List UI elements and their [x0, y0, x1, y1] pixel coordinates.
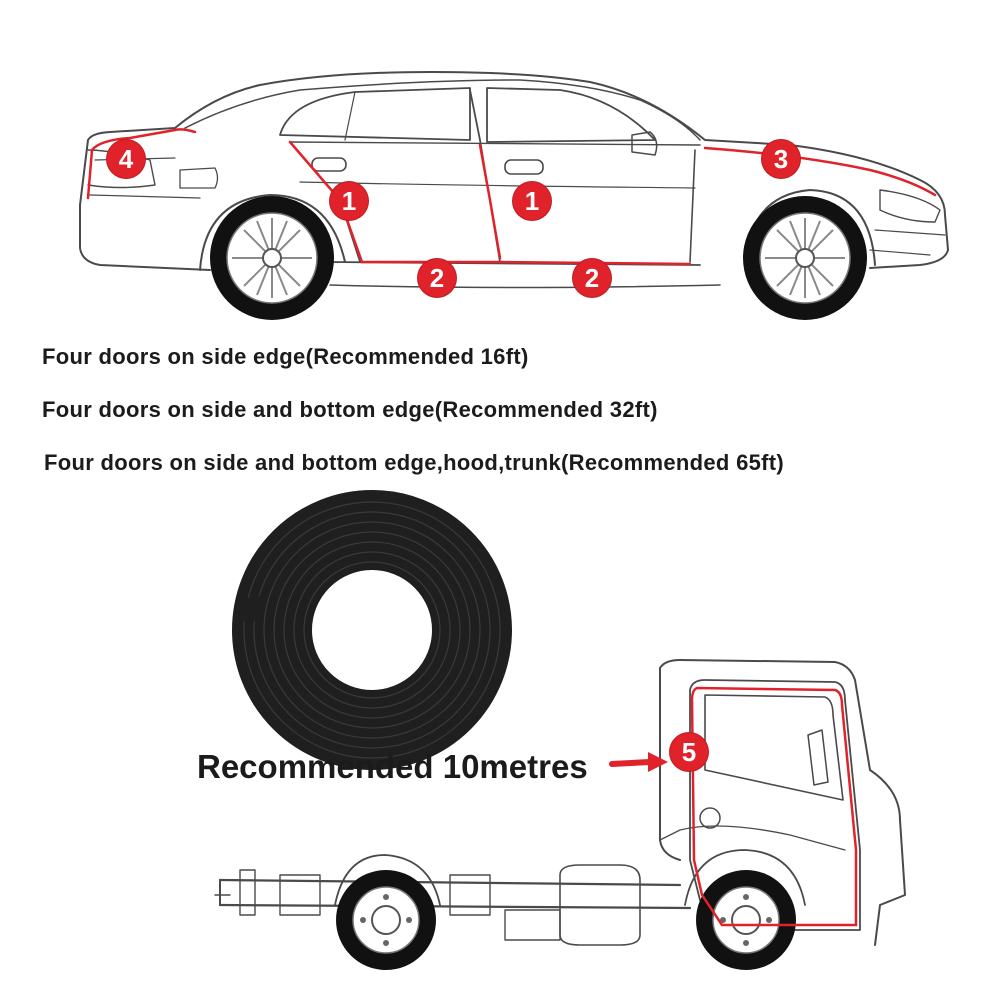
caption-side-bottom: Four doors on side and bottom edge(Recom…	[42, 397, 658, 422]
marker-rear-door-side: 1	[330, 182, 368, 220]
marker-truck-door: 5	[670, 733, 708, 771]
marker-hood: 3	[762, 140, 800, 178]
marker-front-door-bottom: 2	[573, 259, 611, 297]
pointer-arrow	[609, 752, 668, 772]
sedan-seal-lines	[86, 128, 937, 266]
seal-strip-roll	[232, 490, 512, 770]
caption-full: Four doors on side and bottom edge,hood,…	[44, 450, 785, 475]
marker-trunk: 4	[107, 140, 145, 178]
truck-front-wheel	[696, 870, 796, 970]
sedan-rear-wheel	[210, 196, 334, 320]
caption-side-edge: Four doors on side edge(Recommended 16ft…	[42, 344, 529, 369]
truck-seal-line	[690, 686, 858, 927]
truck-illustration	[214, 659, 906, 946]
sedan-front-wheel	[743, 196, 867, 320]
marker-rear-door-bottom: 2	[418, 259, 456, 297]
truck-rear-wheel	[336, 870, 436, 970]
marker-front-door-side: 1	[513, 182, 551, 220]
truck-recommendation: Recommended 10metres	[197, 748, 588, 785]
